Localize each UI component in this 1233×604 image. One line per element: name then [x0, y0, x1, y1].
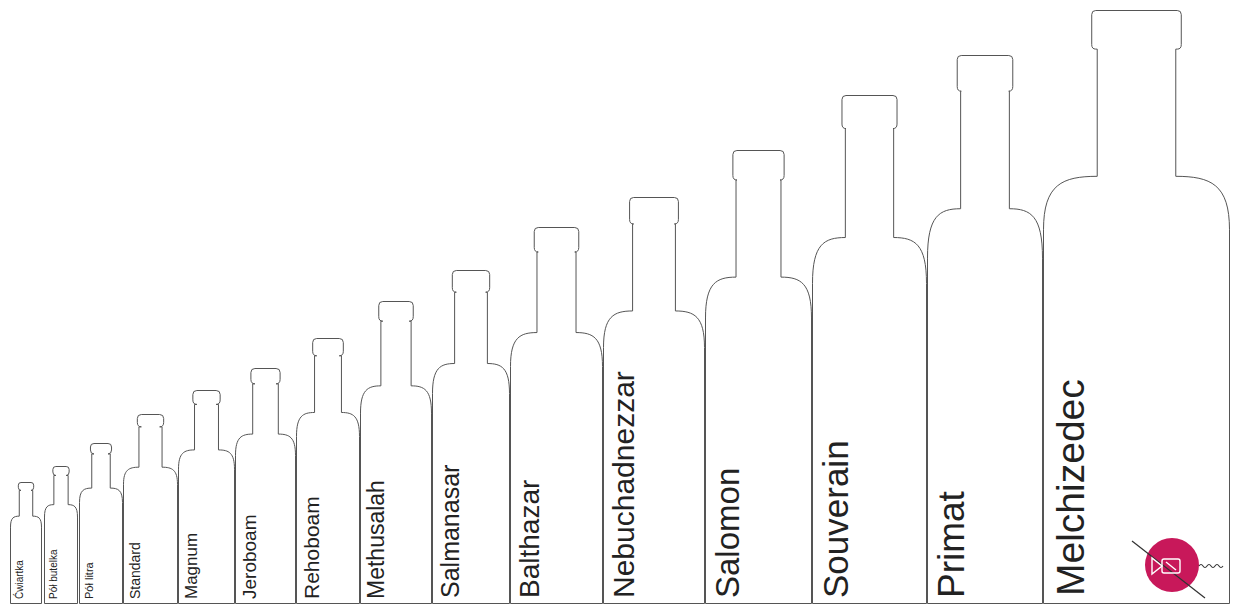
bottle-shape: Melchizedec [1043, 10, 1230, 604]
corkscrew-icon [1152, 558, 1180, 574]
logo-slash [1132, 541, 1205, 598]
corkscrew-spiral [1199, 565, 1223, 568]
bottle-shape: Pół butelka [44, 466, 78, 604]
bottle-name: Methusalah [365, 480, 388, 599]
bottle-outline-path [80, 444, 123, 604]
bottle-shape: Nebuchadnezzar [603, 197, 705, 604]
bottle-name: Ćwiartka [15, 560, 25, 599]
bottle-shape: Jeroboam [235, 368, 296, 604]
bottle-shape: Salomon [705, 150, 812, 604]
bottle-shape: Souverain [812, 95, 927, 604]
bottle-name: Balthazar [516, 480, 544, 598]
bottle-name: Nebuchadnezzar [609, 371, 639, 598]
bottle-name: Standard [128, 542, 142, 599]
bottle-shape: Methusalah [360, 301, 432, 604]
logo-circle [1145, 538, 1199, 592]
bottle-outline-path [1044, 11, 1230, 604]
bottle-name: Pół butelka [49, 550, 59, 599]
bottle-outline-path [11, 483, 42, 604]
bottle-outline-path [813, 96, 927, 604]
bottle-shape: Rehoboam [296, 338, 360, 604]
bottle-name: Jeroboam [240, 514, 259, 599]
bottle-outline-path [511, 228, 603, 604]
bottle-shape: Standard [123, 414, 178, 604]
bottle-name: Melchizedec [1051, 379, 1090, 596]
bottle-name: Rehoboam [301, 496, 322, 599]
bottle-outline-path [928, 56, 1043, 604]
bottle-shape: Salmanasar [432, 270, 510, 604]
bottle-outline-path [604, 198, 705, 604]
bottle-outline-path [236, 369, 296, 604]
bottle-outline-path [433, 271, 510, 604]
bottle-name: Pół litra [84, 562, 95, 599]
bottle-name: Salmanasar [438, 465, 463, 598]
bottle-outline-path [45, 467, 78, 604]
bottle-outline-path [297, 339, 360, 604]
bottle-name: Souverain [818, 440, 853, 598]
bottle-outline-path [124, 415, 178, 604]
bottle-name: Primat [933, 491, 970, 598]
bottle-shape: Magnum [178, 390, 235, 604]
bottle-shape: Pół litra [79, 443, 123, 604]
bottle-outline-path [179, 391, 235, 604]
bottle-name: Magnum [183, 533, 200, 599]
bottle-outline-path [361, 302, 432, 604]
bottle-outline-path [706, 151, 812, 604]
bottle-shape: Ćwiartka [10, 482, 42, 604]
bottle-shape: Primat [927, 55, 1043, 604]
bottle-name: Salomon [711, 468, 744, 598]
bottle-shape: Balthazar [510, 227, 603, 604]
